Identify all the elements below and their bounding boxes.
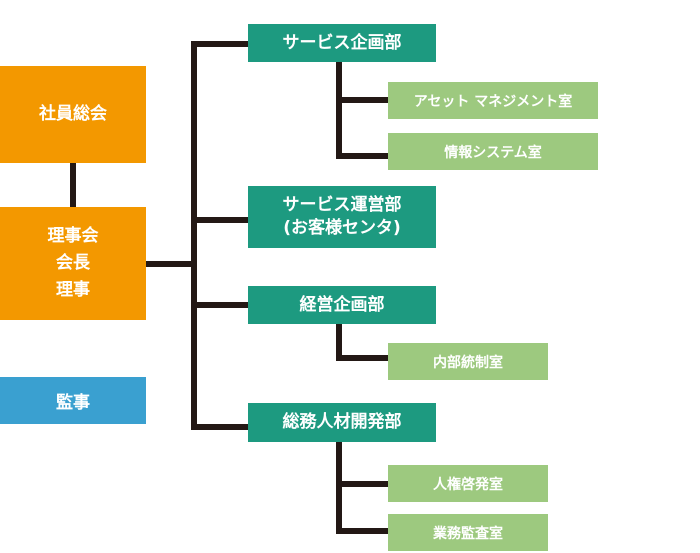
office-box-asset-management: アセット マネジメント室 (388, 82, 598, 119)
board-box: 理事会 会長 理事 (0, 207, 146, 320)
connector-office-4-2 (336, 528, 388, 534)
connector-office-1-2 (336, 153, 388, 159)
department-label: 総務人材開発部 (282, 412, 402, 432)
department-label: サービス運営部 (282, 195, 402, 215)
connector-general-board (70, 163, 76, 207)
office-label: 業務監査室 (433, 525, 503, 542)
connector-dept-3 (191, 302, 248, 308)
office-label: 内部統制室 (433, 354, 503, 371)
department-label: サービス企画部 (282, 32, 402, 53)
connector-office-3-1 (336, 355, 388, 361)
department-label: 経営企画部 (299, 294, 385, 315)
auditor-box: 監事 (0, 377, 146, 424)
office-label: 情報システム室 (444, 144, 542, 161)
connector-board-trunk (146, 261, 197, 267)
connector-dept1-vertical (336, 62, 342, 159)
office-box-information-systems: 情報システム室 (388, 133, 598, 170)
department-box-management-planning: 経営企画部 (248, 286, 436, 324)
department-box-general-affairs-hr: 総務人材開発部 (248, 403, 436, 442)
office-label: 人権啓発室 (433, 476, 503, 493)
connector-dept3-vertical (336, 324, 342, 361)
connector-dept-4 (191, 424, 248, 430)
connector-dept-2 (191, 217, 248, 223)
connector-trunk-vertical (191, 41, 197, 430)
department-box-service-operations: サービス運営部 (お客様センタ) (248, 186, 436, 248)
board-label: 理事会 (47, 226, 99, 246)
department-sublabel: (お客様センタ) (283, 218, 401, 238)
connector-dept4-vertical (336, 442, 342, 534)
chairman-label: 会長 (56, 253, 90, 273)
office-box-business-audit: 業務監査室 (388, 514, 548, 551)
office-box-internal-control: 内部統制室 (388, 343, 548, 380)
auditor-label: 監事 (56, 393, 90, 413)
connector-office-1-1 (336, 97, 388, 103)
general-meeting-box: 社員総会 (0, 66, 146, 163)
connector-dept-1 (191, 41, 248, 47)
department-box-service-planning: サービス企画部 (248, 24, 436, 62)
general-meeting-label: 社員総会 (39, 104, 107, 124)
office-box-human-rights: 人権啓発室 (388, 465, 548, 502)
connector-office-4-1 (336, 481, 388, 487)
office-label: アセット マネジメント室 (413, 93, 573, 110)
directors-label: 理事 (56, 280, 90, 300)
